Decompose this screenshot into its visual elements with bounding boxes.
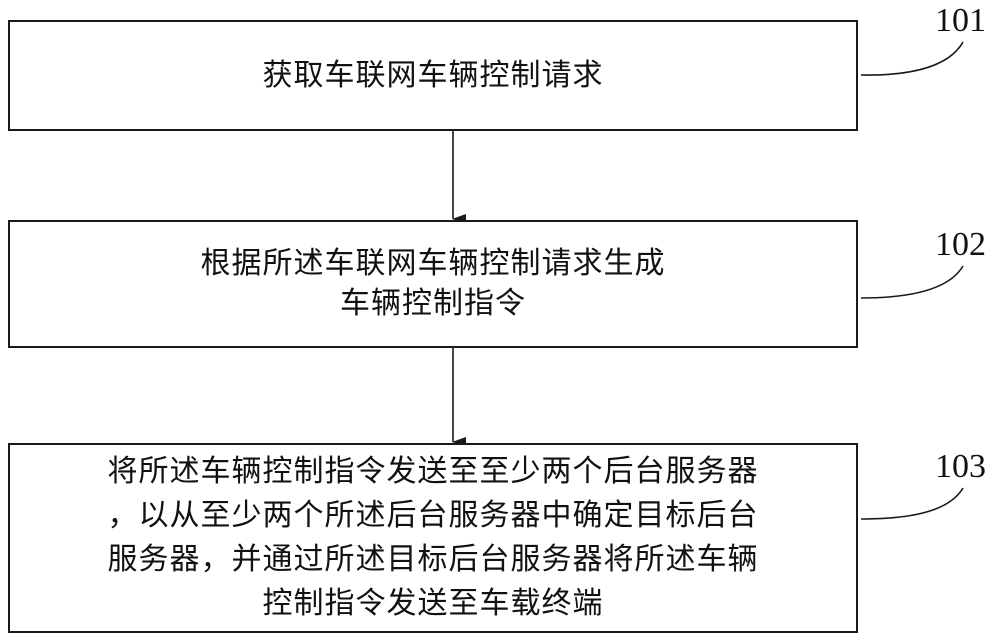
step-text-102: 根据所述车联网车辆控制请求生成 车辆控制指令 [200,246,666,321]
step-box-102: 根据所述车联网车辆控制请求生成 车辆控制指令 [8,220,858,348]
step-label-101: 101 [935,2,986,39]
step-label-103: 103 [935,448,986,485]
leader-line-103 [860,487,964,520]
leader-line-102 [860,265,964,299]
step-box-103: 将所述车辆控制指令发送至至少两个后台服务器 ，以从至少两个所述后台服务器中确定目… [8,443,858,633]
step-box-101: 获取车联网车辆控制请求 [8,20,858,131]
step-text-101: 获取车联网车辆控制请求 [262,57,604,93]
step-text-103: 将所述车辆控制指令发送至至少两个后台服务器 ，以从至少两个所述后台服务器中确定目… [107,454,759,621]
step-label-102: 102 [935,226,986,263]
leader-line-101 [860,41,964,76]
